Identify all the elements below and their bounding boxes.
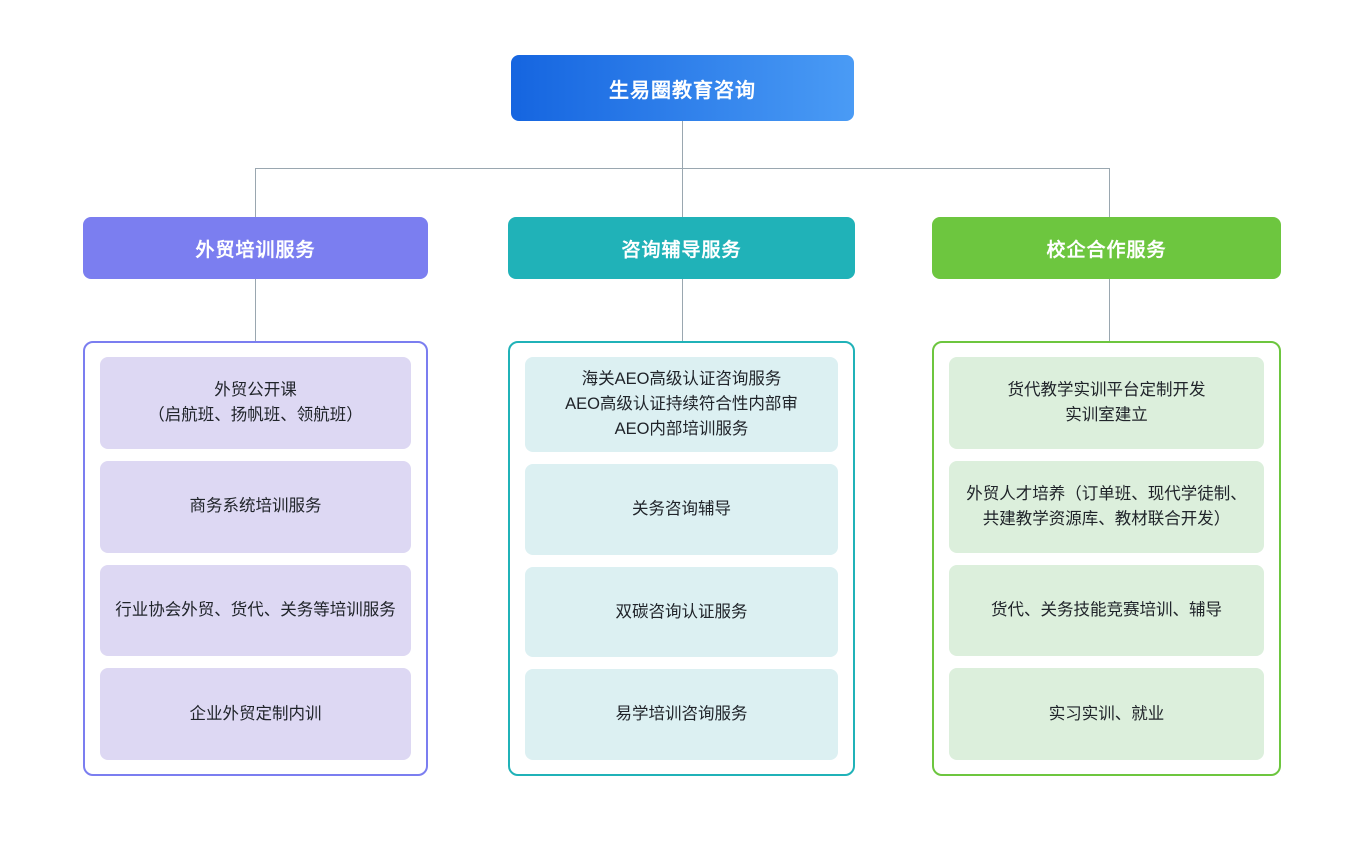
connector-drop-left (255, 168, 256, 217)
service-item[interactable]: 货代教学实训平台定制开发 实训室建立 (949, 357, 1264, 449)
branch-body-consulting: 海关AEO高级认证咨询服务 AEO高级认证持续符合性内部审 AEO内部培训服务 … (508, 341, 855, 776)
branch-header-school-enterprise[interactable]: 校企合作服务 (932, 217, 1281, 279)
service-item[interactable]: 商务系统培训服务 (100, 460, 411, 553)
branch-header-training[interactable]: 外贸培训服务 (83, 217, 428, 279)
branch-header-consulting[interactable]: 咨询辅导服务 (508, 217, 855, 279)
service-item[interactable]: 实习实训、就业 (949, 668, 1264, 760)
service-item[interactable]: 海关AEO高级认证咨询服务 AEO高级认证持续符合性内部审 AEO内部培训服务 (525, 357, 838, 452)
service-item[interactable]: 外贸人才培养（订单班、现代学徒制、共建教学资源库、教材联合开发） (949, 460, 1264, 553)
connector-drop-right (1109, 168, 1110, 217)
service-item[interactable]: 外贸公开课 （启航班、扬帆班、领航班） (100, 357, 411, 449)
root-node[interactable]: 生易圈教育咨询 (511, 55, 854, 121)
connector-stub-left (255, 279, 256, 341)
connector-stub-right (1109, 279, 1110, 341)
service-item[interactable]: 易学培训咨询服务 (525, 669, 838, 761)
connector-stub-middle (682, 279, 683, 341)
service-item[interactable]: 行业协会外贸、货代、关务等培训服务 (100, 564, 411, 657)
connector-root-stem (682, 121, 683, 168)
branch-body-school-enterprise: 货代教学实训平台定制开发 实训室建立 外贸人才培养（订单班、现代学徒制、共建教学… (932, 341, 1281, 776)
service-item[interactable]: 企业外贸定制内训 (100, 668, 411, 760)
branch-body-training: 外贸公开课 （启航班、扬帆班、领航班） 商务系统培训服务 行业协会外贸、货代、关… (83, 341, 428, 776)
service-item[interactable]: 货代、关务技能竞赛培训、辅导 (949, 564, 1264, 657)
connector-drop-middle (682, 168, 683, 217)
service-item[interactable]: 双碳咨询认证服务 (525, 566, 838, 658)
service-item[interactable]: 关务咨询辅导 (525, 464, 838, 555)
